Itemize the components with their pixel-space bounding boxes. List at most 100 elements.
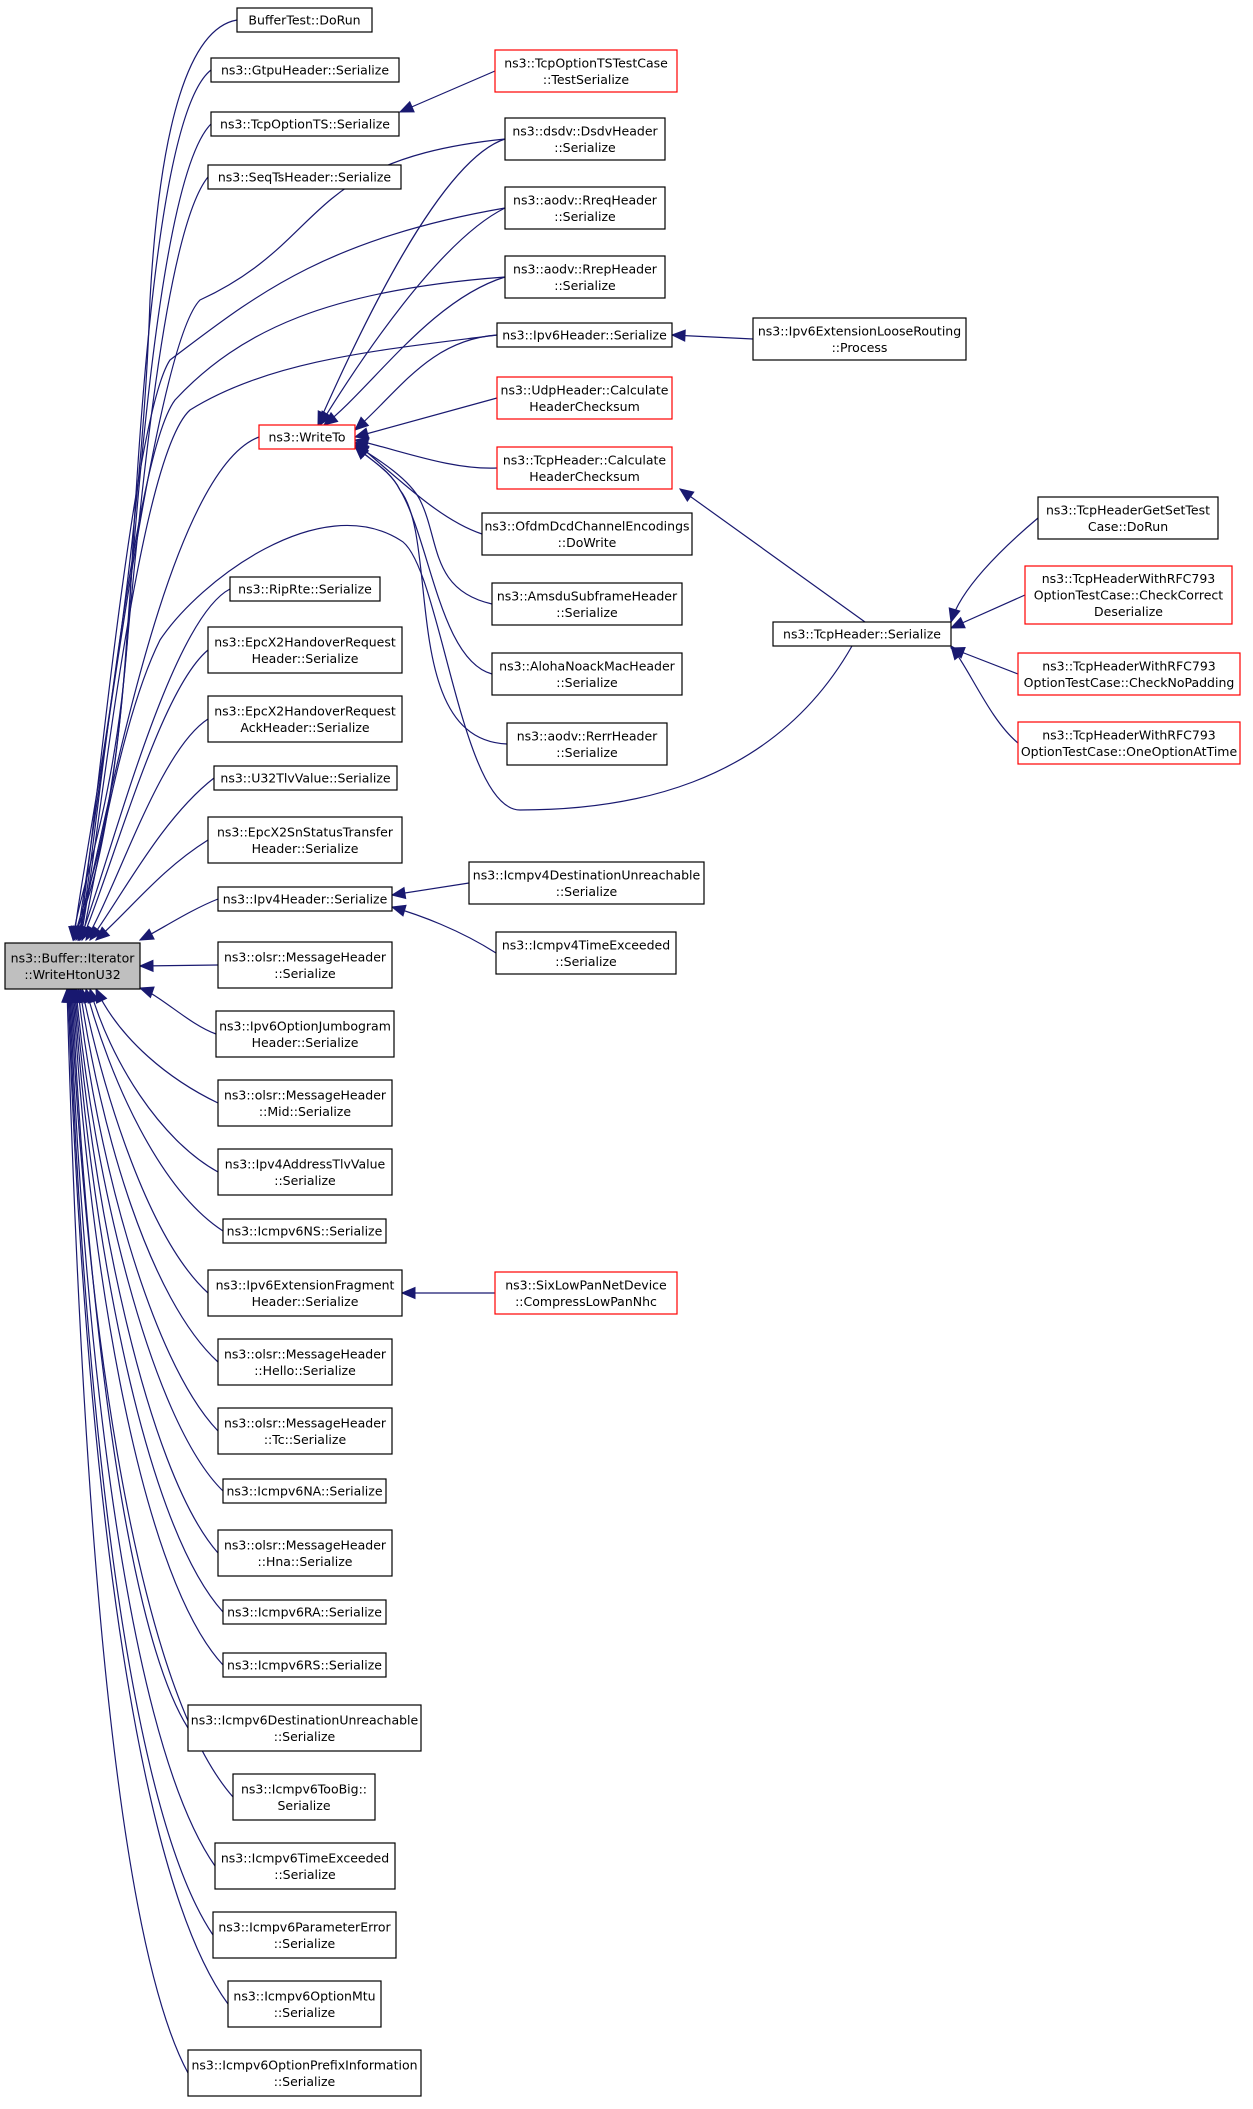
node-box[interactable]: [1037, 496, 1219, 540]
node-box[interactable]: [491, 582, 683, 626]
node-box[interactable]: [222, 1652, 387, 1678]
node-box[interactable]: [222, 1478, 387, 1504]
node-epchr[interactable]: ns3::EpcX2HandoverRequestHeader::Seriali…: [207, 626, 403, 674]
node-box[interactable]: [772, 621, 952, 647]
node-icmppi[interactable]: ns3::Icmpv6OptionPrefixInformation::Seri…: [187, 2049, 422, 2097]
node-box[interactable]: [229, 576, 381, 602]
node-ipv6loose[interactable]: ns3::Ipv6ExtensionLooseRouting::Process: [752, 317, 967, 361]
node-box[interactable]: [207, 816, 403, 864]
node-olsrhello[interactable]: ns3::olsr::MessageHeader::Hello::Seriali…: [217, 1338, 393, 1386]
node-box[interactable]: [217, 886, 393, 912]
node-ipv6frag[interactable]: ns3::Ipv6ExtensionFragmentHeader::Serial…: [207, 1269, 403, 1317]
node-box[interactable]: [207, 695, 403, 743]
node-icmppe[interactable]: ns3::Icmpv6ParameterError::Serialize: [212, 1911, 397, 1959]
node-ofdm[interactable]: ns3::OfdmDcdChannelEncodings::DoWrite: [481, 512, 693, 556]
node-ipv4h[interactable]: ns3::Ipv4Header::Serialize: [217, 886, 393, 912]
node-tcp793a[interactable]: ns3::TcpHeaderWithRFC793OptionTestCase::…: [1024, 565, 1233, 625]
node-box[interactable]: [481, 512, 693, 556]
node-box[interactable]: [222, 1218, 387, 1244]
node-epcsn[interactable]: ns3::EpcX2SnStatusTransferHeader::Serial…: [207, 816, 403, 864]
node-box[interactable]: [752, 317, 967, 361]
node-rrep[interactable]: ns3::aodv::RrepHeader::Serialize: [504, 255, 666, 299]
node-box[interactable]: [258, 424, 356, 450]
node-amsdu[interactable]: ns3::AmsduSubframeHeader::Serialize: [491, 582, 683, 626]
node-box[interactable]: [236, 7, 373, 33]
node-box[interactable]: [207, 626, 403, 674]
node-box[interactable]: [494, 1271, 678, 1315]
node-box[interactable]: [217, 1407, 393, 1455]
node-gtpu[interactable]: ns3::GtpuHeader::Serialize: [210, 57, 400, 83]
node-box[interactable]: [212, 1911, 397, 1959]
node-box[interactable]: [187, 2049, 422, 2097]
node-icmpte[interactable]: ns3::Icmpv6TimeExceeded::Serialize: [214, 1842, 396, 1890]
node-box[interactable]: [215, 1010, 395, 1058]
node-box[interactable]: [222, 1599, 387, 1625]
node-epchra[interactable]: ns3::EpcX2HandoverRequestAckHeader::Seri…: [207, 695, 403, 743]
node-box[interactable]: [187, 1704, 422, 1752]
node-box[interactable]: [1024, 565, 1233, 625]
node-box[interactable]: [217, 1148, 393, 1196]
node-seqts[interactable]: ns3::SeqTsHeader::Serialize: [207, 164, 402, 190]
node-box[interactable]: [217, 941, 393, 989]
node-tcp793b[interactable]: ns3::TcpHeaderWithRFC793OptionTestCase::…: [1017, 652, 1241, 696]
node-writeto[interactable]: ns3::WriteTo: [258, 424, 356, 450]
node-box[interactable]: [504, 117, 666, 161]
node-icmpdu[interactable]: ns3::Icmpv6DestinationUnreachable::Seria…: [187, 1704, 422, 1752]
node-box[interactable]: [217, 1338, 393, 1386]
node-tcp793c[interactable]: ns3::TcpHeaderWithRFC793OptionTestCase::…: [1017, 721, 1241, 765]
node-olsrtc[interactable]: ns3::olsr::MessageHeader::Tc::Serialize: [217, 1407, 393, 1455]
node-box[interactable]: [504, 255, 666, 299]
node-box[interactable]: [1017, 652, 1241, 696]
node-rreq[interactable]: ns3::aodv::RreqHeader::Serialize: [504, 186, 666, 230]
node-box[interactable]: [495, 931, 677, 975]
node-icmprs[interactable]: ns3::Icmpv6RS::Serialize: [222, 1652, 387, 1678]
node-riprte[interactable]: ns3::RipRte::Serialize: [229, 576, 381, 602]
node-box[interactable]: [506, 722, 668, 766]
node-olsrmh[interactable]: ns3::olsr::MessageHeader::Serialize: [217, 941, 393, 989]
node-sixlow[interactable]: ns3::SixLowPanNetDevice::CompressLowPanN…: [494, 1271, 678, 1315]
node-icmpna[interactable]: ns3::Icmpv6NA::Serialize: [222, 1478, 387, 1504]
node-u32tlv[interactable]: ns3::U32TlvValue::Serialize: [213, 765, 398, 791]
node-icmpns[interactable]: ns3::Icmpv6NS::Serialize: [222, 1218, 387, 1244]
node-box[interactable]: [496, 322, 673, 348]
node-icmpmtu[interactable]: ns3::Icmpv6OptionMtu::Serialize: [227, 1980, 382, 2028]
node-olsrhna[interactable]: ns3::olsr::MessageHeader::Hna::Serialize: [217, 1529, 393, 1577]
node-box[interactable]: [210, 57, 400, 83]
node-icmpra[interactable]: ns3::Icmpv6RA::Serialize: [222, 1599, 387, 1625]
node-box[interactable]: [504, 186, 666, 230]
node-box[interactable]: [494, 49, 678, 93]
node-box[interactable]: [496, 376, 673, 420]
node-root[interactable]: ns3::Buffer::Iterator::WriteHtonU32: [4, 942, 141, 990]
node-box[interactable]: [207, 164, 402, 190]
node-box[interactable]: [207, 1269, 403, 1317]
node-box[interactable]: [217, 1079, 393, 1127]
node-box[interactable]: [468, 861, 705, 905]
node-box[interactable]: [210, 111, 400, 137]
node-box[interactable]: [213, 765, 398, 791]
node-tcpopts[interactable]: ns3::TcpOptionTS::Serialize: [210, 111, 400, 137]
node-aloha[interactable]: ns3::AlohaNoackMacHeader::Serialize: [491, 652, 683, 696]
node-tcpoptstc[interactable]: ns3::TcpOptionTSTestCase::TestSerialize: [494, 49, 678, 93]
node-ipv4addr[interactable]: ns3::Ipv4AddressTlvValue::Serialize: [217, 1148, 393, 1196]
node-tcphs[interactable]: ns3::TcpHeader::Serialize: [772, 621, 952, 647]
node-bt[interactable]: BufferTest::DoRun: [236, 7, 373, 33]
node-box[interactable]: [4, 942, 141, 990]
node-box[interactable]: [214, 1842, 396, 1890]
node-box[interactable]: [217, 1529, 393, 1577]
node-icmp4te[interactable]: ns3::Icmpv4TimeExceeded::Serialize: [495, 931, 677, 975]
node-ipv6jumbo[interactable]: ns3::Ipv6OptionJumbogramHeader::Serializ…: [215, 1010, 395, 1058]
node-rerr[interactable]: ns3::aodv::RerrHeader::Serialize: [506, 722, 668, 766]
node-box[interactable]: [491, 652, 683, 696]
node-icmp4du[interactable]: ns3::Icmpv4DestinationUnreachable::Seria…: [468, 861, 705, 905]
node-icmptb[interactable]: ns3::Icmpv6TooBig::Serialize: [232, 1773, 376, 1821]
node-box[interactable]: [1017, 721, 1241, 765]
node-ipv6h[interactable]: ns3::Ipv6Header::Serialize: [496, 322, 673, 348]
node-box[interactable]: [232, 1773, 376, 1821]
node-dsdv[interactable]: ns3::dsdv::DsdvHeader::Serialize: [504, 117, 666, 161]
node-olsrmid[interactable]: ns3::olsr::MessageHeader::Mid::Serialize: [217, 1079, 393, 1127]
node-box[interactable]: [496, 446, 673, 490]
node-box[interactable]: [227, 1980, 382, 2028]
